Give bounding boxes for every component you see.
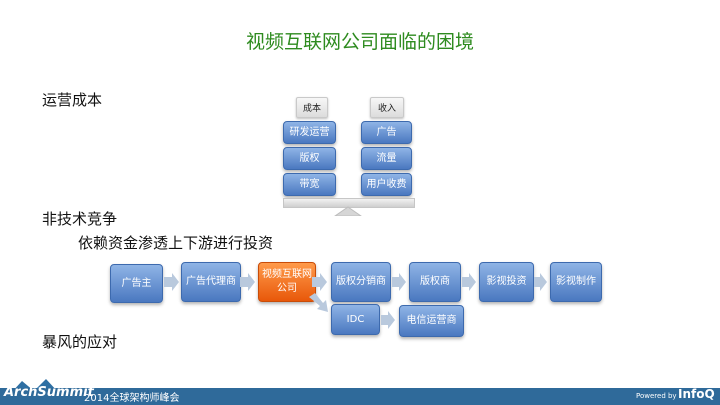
footer-bar <box>0 388 720 405</box>
cost-tag: 成本 <box>296 97 328 118</box>
flow-node-copyright-distributor: 版权分销商 <box>331 262 391 302</box>
heading-baofeng-response: 暴风的应对 <box>42 333 118 351</box>
flow-node-video-company: 视频互联网公司 <box>258 262 316 302</box>
heading-non-tech-competition: 非技术竞争 <box>42 210 118 228</box>
footer-powered-by: Powered by <box>636 392 677 400</box>
arrow-right-icon <box>462 273 476 291</box>
arrow-right-icon <box>381 311 395 329</box>
flow-node-telecom-operator: 电信运营商 <box>399 305 464 337</box>
arrow-right-icon <box>240 273 255 291</box>
arrow-right-icon <box>312 273 327 291</box>
footer-brand: ArchSummit <box>4 385 94 400</box>
cost-item-bandwidth: 带宽 <box>283 173 336 196</box>
revenue-item-traffic: 流量 <box>361 147 412 170</box>
flow-node-idc: IDC <box>331 304 380 335</box>
revenue-tag: 收入 <box>370 97 404 118</box>
footer-event: 2014全球架构师峰会 <box>84 393 180 404</box>
flow-node-copyright-owner: 版权商 <box>409 262 461 302</box>
slide-title: 视频互联网公司面临的困境 <box>245 31 474 53</box>
arrow-right-icon <box>392 273 406 291</box>
flow-node-ad-agency: 广告代理商 <box>181 262 241 302</box>
arrow-right-icon <box>164 273 179 291</box>
revenue-item-ads: 广告 <box>361 121 412 144</box>
cost-item-copyright: 版权 <box>283 147 336 170</box>
flow-node-film-investment: 影视投资 <box>479 262 534 302</box>
arrow-diagonal-icon <box>309 293 328 312</box>
cost-item-rd-ops: 研发运营 <box>283 121 336 144</box>
arrow-right-icon <box>534 273 547 291</box>
flow-node-advertiser: 广告主 <box>110 264 163 303</box>
subheading-investment: 依赖资金渗透上下游进行投资 <box>78 234 274 252</box>
heading-operating-cost: 运营成本 <box>42 91 103 109</box>
footer-partner-logo: InfoQ <box>678 387 715 401</box>
balance-fulcrum <box>334 206 362 216</box>
flow-node-film-production: 影视制作 <box>550 262 602 302</box>
revenue-item-user-fees: 用户收费 <box>361 173 412 196</box>
